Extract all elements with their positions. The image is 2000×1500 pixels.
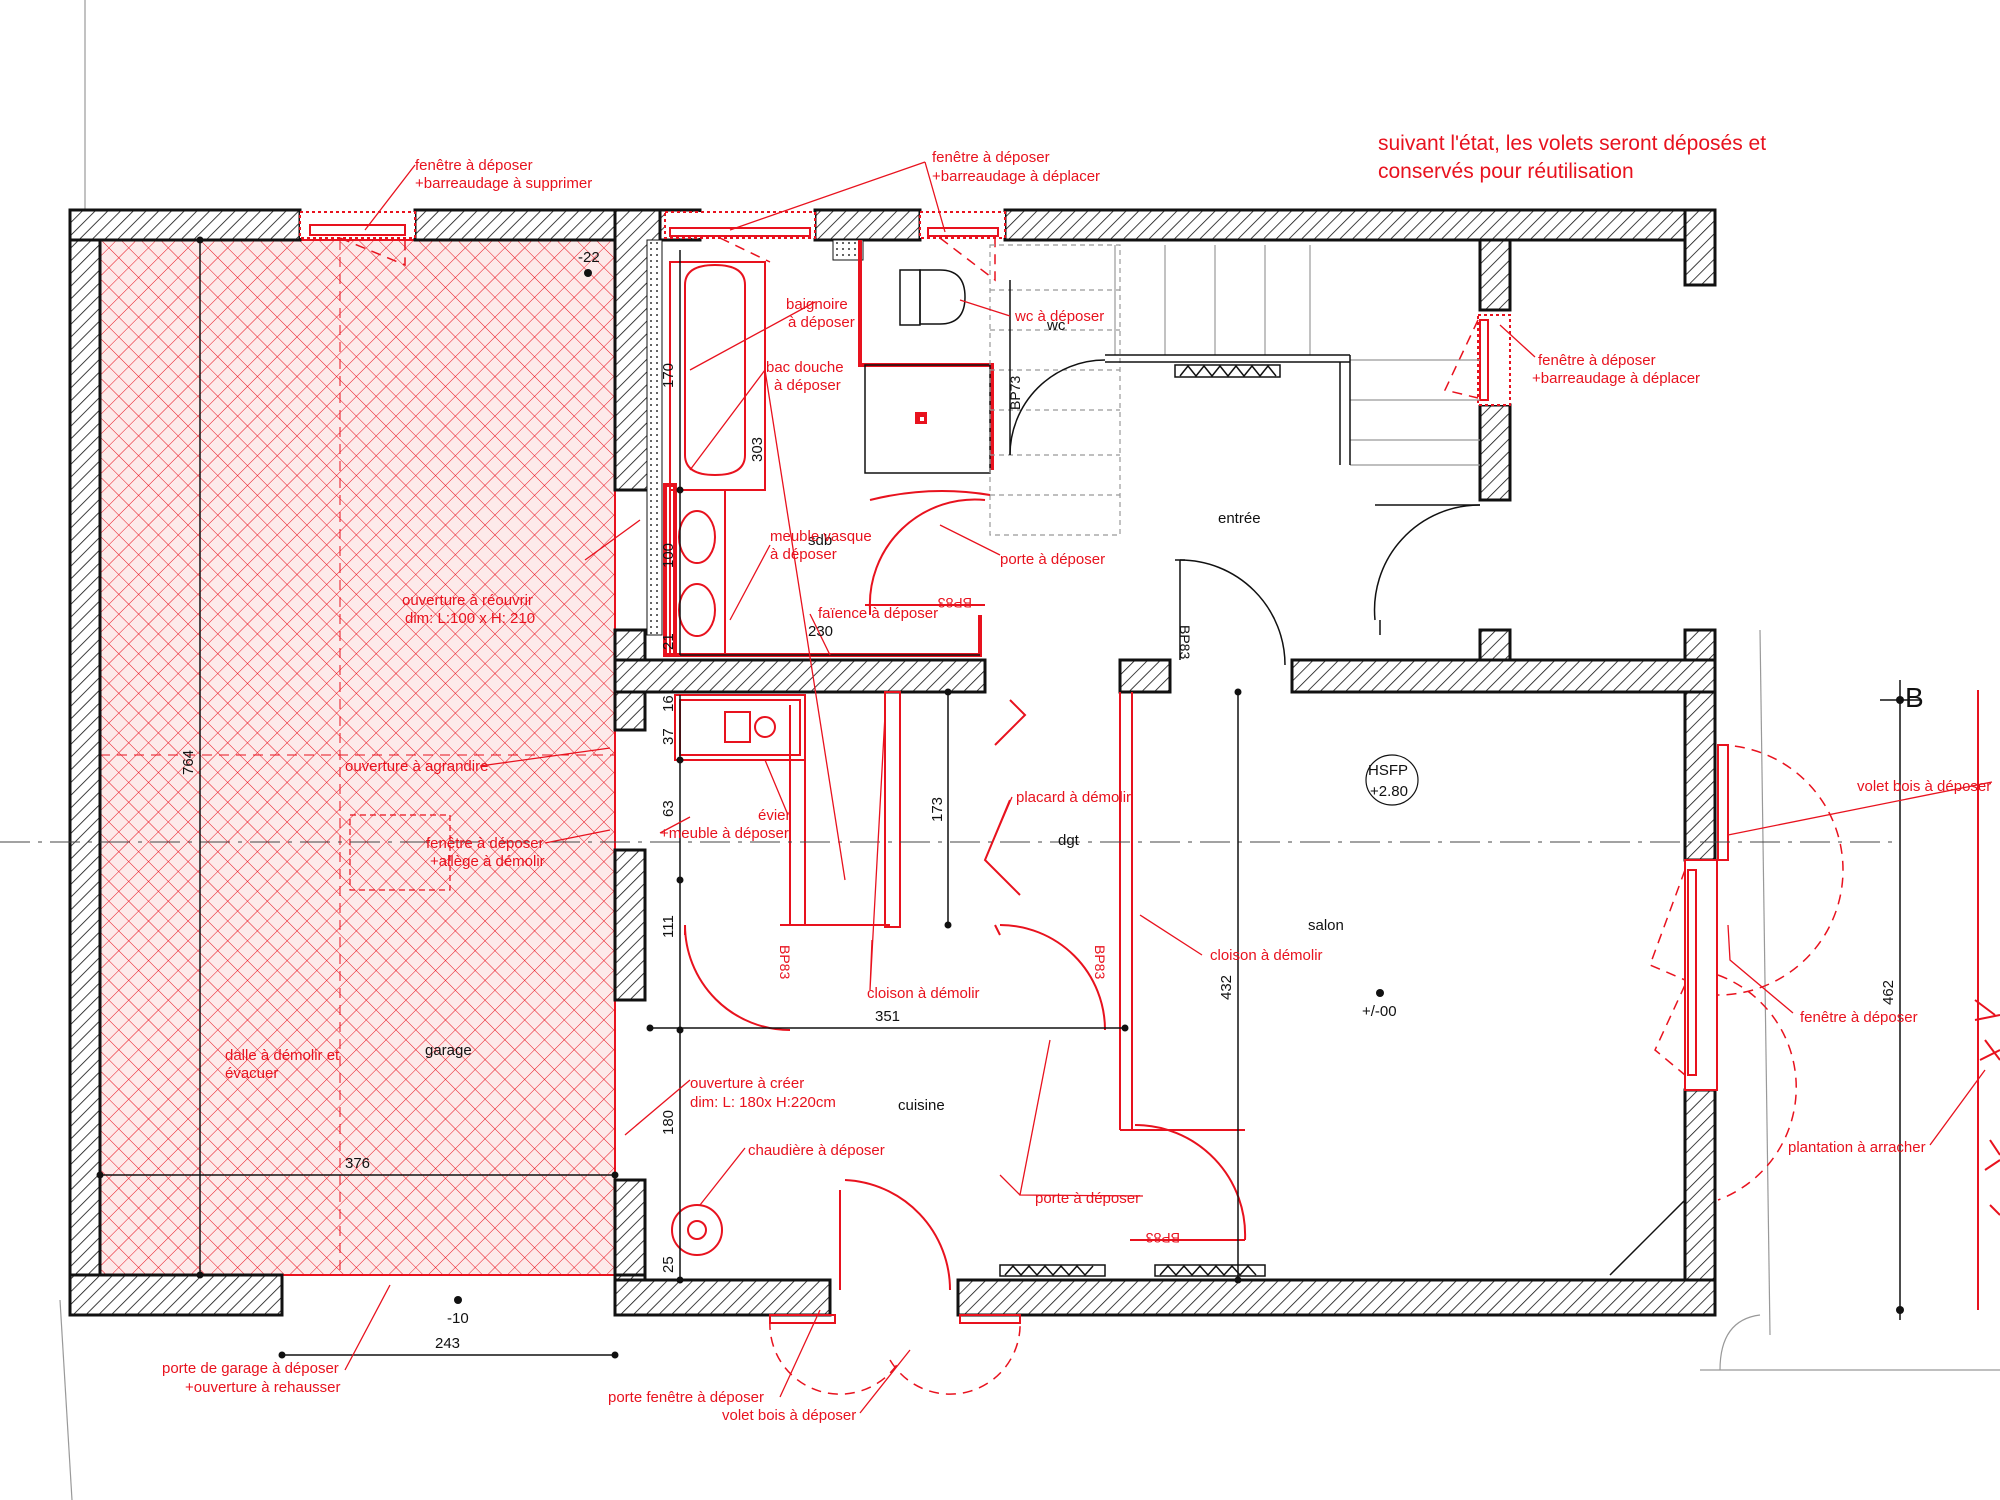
note-dalle-l2: évacuer (225, 1065, 278, 1082)
hsfp-value: +2.80 (1370, 783, 1408, 800)
note-porte-fenetre: porte fenêtre à déposer (608, 1389, 764, 1406)
note-fenetre-sdb-l1: fenêtre à déposer (932, 149, 1050, 166)
note-evier-l2: +meuble à déposer (660, 825, 789, 842)
dim-100: 100 (660, 543, 677, 568)
dim-230: 230 (808, 623, 833, 640)
tag-bp83-salon: BP83 (1146, 1230, 1180, 1246)
general-note-line1: suivant l'état, les volets seront déposé… (1378, 132, 1766, 155)
tag-bp83-kitchen: BP83 (777, 945, 793, 979)
general-note-line2: conservés pour réutilisation (1378, 160, 1634, 183)
note-volet-salon: volet bois à déposer (1857, 778, 1991, 795)
note-bac-douche-l1: bac douche (766, 359, 844, 376)
level-garage-bottom: -10 (447, 1310, 469, 1327)
dim-376: 376 (345, 1155, 370, 1172)
section-marker-b: B (1905, 682, 1924, 713)
dim-764: 764 (180, 750, 197, 775)
tag-bp83-dgt: BP83 (1092, 945, 1108, 979)
dim-351: 351 (875, 1008, 900, 1025)
note-porte-sdb: porte à déposer (1000, 551, 1105, 568)
note-fenetre-entree-l1: fenêtre à déposer (1538, 352, 1656, 369)
note-ouverture-creer-l2: dim: L: 180x H:220cm (690, 1094, 836, 1111)
note-ouverture-creer-l1: ouverture à créer (690, 1075, 804, 1092)
note-ouverture-reouvrir-l1: ouverture à réouvrir (402, 592, 533, 609)
note-bac-douche-l2: à déposer (774, 377, 841, 394)
note-faience: faïence à déposer (818, 605, 938, 622)
dim-303: 303 (749, 437, 766, 462)
note-plantation: plantation à arracher (1788, 1139, 1926, 1156)
staircase (989, 244, 1480, 536)
note-fenetre-garage-l1: fenêtre à déposer (415, 157, 533, 174)
note-meuble-vasque-l1: meuble vasque (770, 528, 872, 545)
note-evier-l1: évier (758, 807, 791, 824)
doors (684, 280, 1844, 1395)
tag-bp83-entree: BP83 (1177, 625, 1193, 659)
note-baignoire-l2: à déposer (788, 314, 855, 331)
room-wc: wc (1046, 317, 1066, 334)
room-garage: garage (425, 1042, 472, 1059)
level-salon: +/-00 (1362, 1003, 1397, 1020)
dimension-lines (96, 236, 1242, 1359)
note-fenetre-garage2-l1: fenêtre à déposer (426, 835, 544, 852)
room-salon: salon (1308, 917, 1344, 934)
hsfp-label: HSFP (1368, 762, 1408, 779)
dim-173: 173 (929, 797, 946, 822)
note-fenetre-garage-l2: +barreaudage à supprimer (415, 175, 592, 192)
note-baignoire-l1: baignoire (786, 296, 848, 313)
note-ouverture-agrandir: ouverture à agrandire (345, 758, 488, 775)
plant-symbol (1974, 690, 2000, 1310)
tag-bp73: BP73 (1007, 376, 1023, 410)
dim-37: 37 (660, 728, 677, 745)
note-fenetre-garage2-l2: +allège à démolir (430, 853, 545, 870)
room-sdb: sdb (808, 532, 832, 549)
room-entree: entrée (1218, 510, 1261, 527)
dim-63: 63 (660, 800, 677, 817)
walls (68, 208, 1717, 1317)
note-ouverture-reouvrir-l2: dim: L:100 x H: 210 (405, 610, 535, 627)
dim-432: 432 (1218, 975, 1235, 1000)
room-dgt: dgt (1058, 832, 1080, 849)
note-cloison-dgt: cloison à démolir (867, 985, 980, 1002)
note-cloison-salon: cloison à démolir (1210, 947, 1323, 964)
note-fenetre-entree-l2: +barreaudage à déplacer (1532, 370, 1700, 387)
dim-111: 111 (660, 915, 677, 938)
note-meuble-vasque-l2: à déposer (770, 546, 837, 563)
annotation-leaders (344, 161, 1993, 1414)
note-fenetre-sdb-l2: +barreaudage à déplacer (932, 168, 1100, 185)
note-porte-cuisine: porte à déposer (1035, 1190, 1140, 1207)
dim-25: 25 (660, 1256, 677, 1273)
garage-slab-demolition (99, 239, 616, 1276)
note-porte-garage-l1: porte de garage à déposer (162, 1360, 339, 1377)
room-cuisine: cuisine (898, 1097, 945, 1114)
level-markers (454, 269, 1419, 1304)
note-fenetre-salon: fenêtre à déposer (1800, 1009, 1918, 1026)
level-garage-top: -22 (578, 249, 600, 266)
dim-16: 16 (660, 695, 677, 712)
dim-180: 180 (660, 1110, 677, 1135)
note-dalle-l1: dalle à démolir et (225, 1047, 340, 1064)
note-wc-deposer: wc à déposer (1014, 308, 1104, 325)
radiators (999, 1264, 1266, 1277)
note-chaudiere: chaudière à déposer (748, 1142, 885, 1159)
kitchen-fixtures (671, 691, 1245, 1256)
site-boundary (59, 0, 2000, 1500)
tag-bp83-sdb: BP83 (938, 595, 972, 611)
dim-462: 462 (1880, 980, 1897, 1005)
dim-243: 243 (435, 1335, 460, 1352)
note-volet-cuisine: volet bois à déposer (722, 1407, 856, 1424)
note-porte-garage-l2: +ouverture à rehausser (185, 1379, 341, 1396)
dim-21: 21 (660, 633, 677, 650)
note-placard: placard à démolir (1016, 789, 1131, 806)
dim-170: 170 (660, 363, 677, 388)
